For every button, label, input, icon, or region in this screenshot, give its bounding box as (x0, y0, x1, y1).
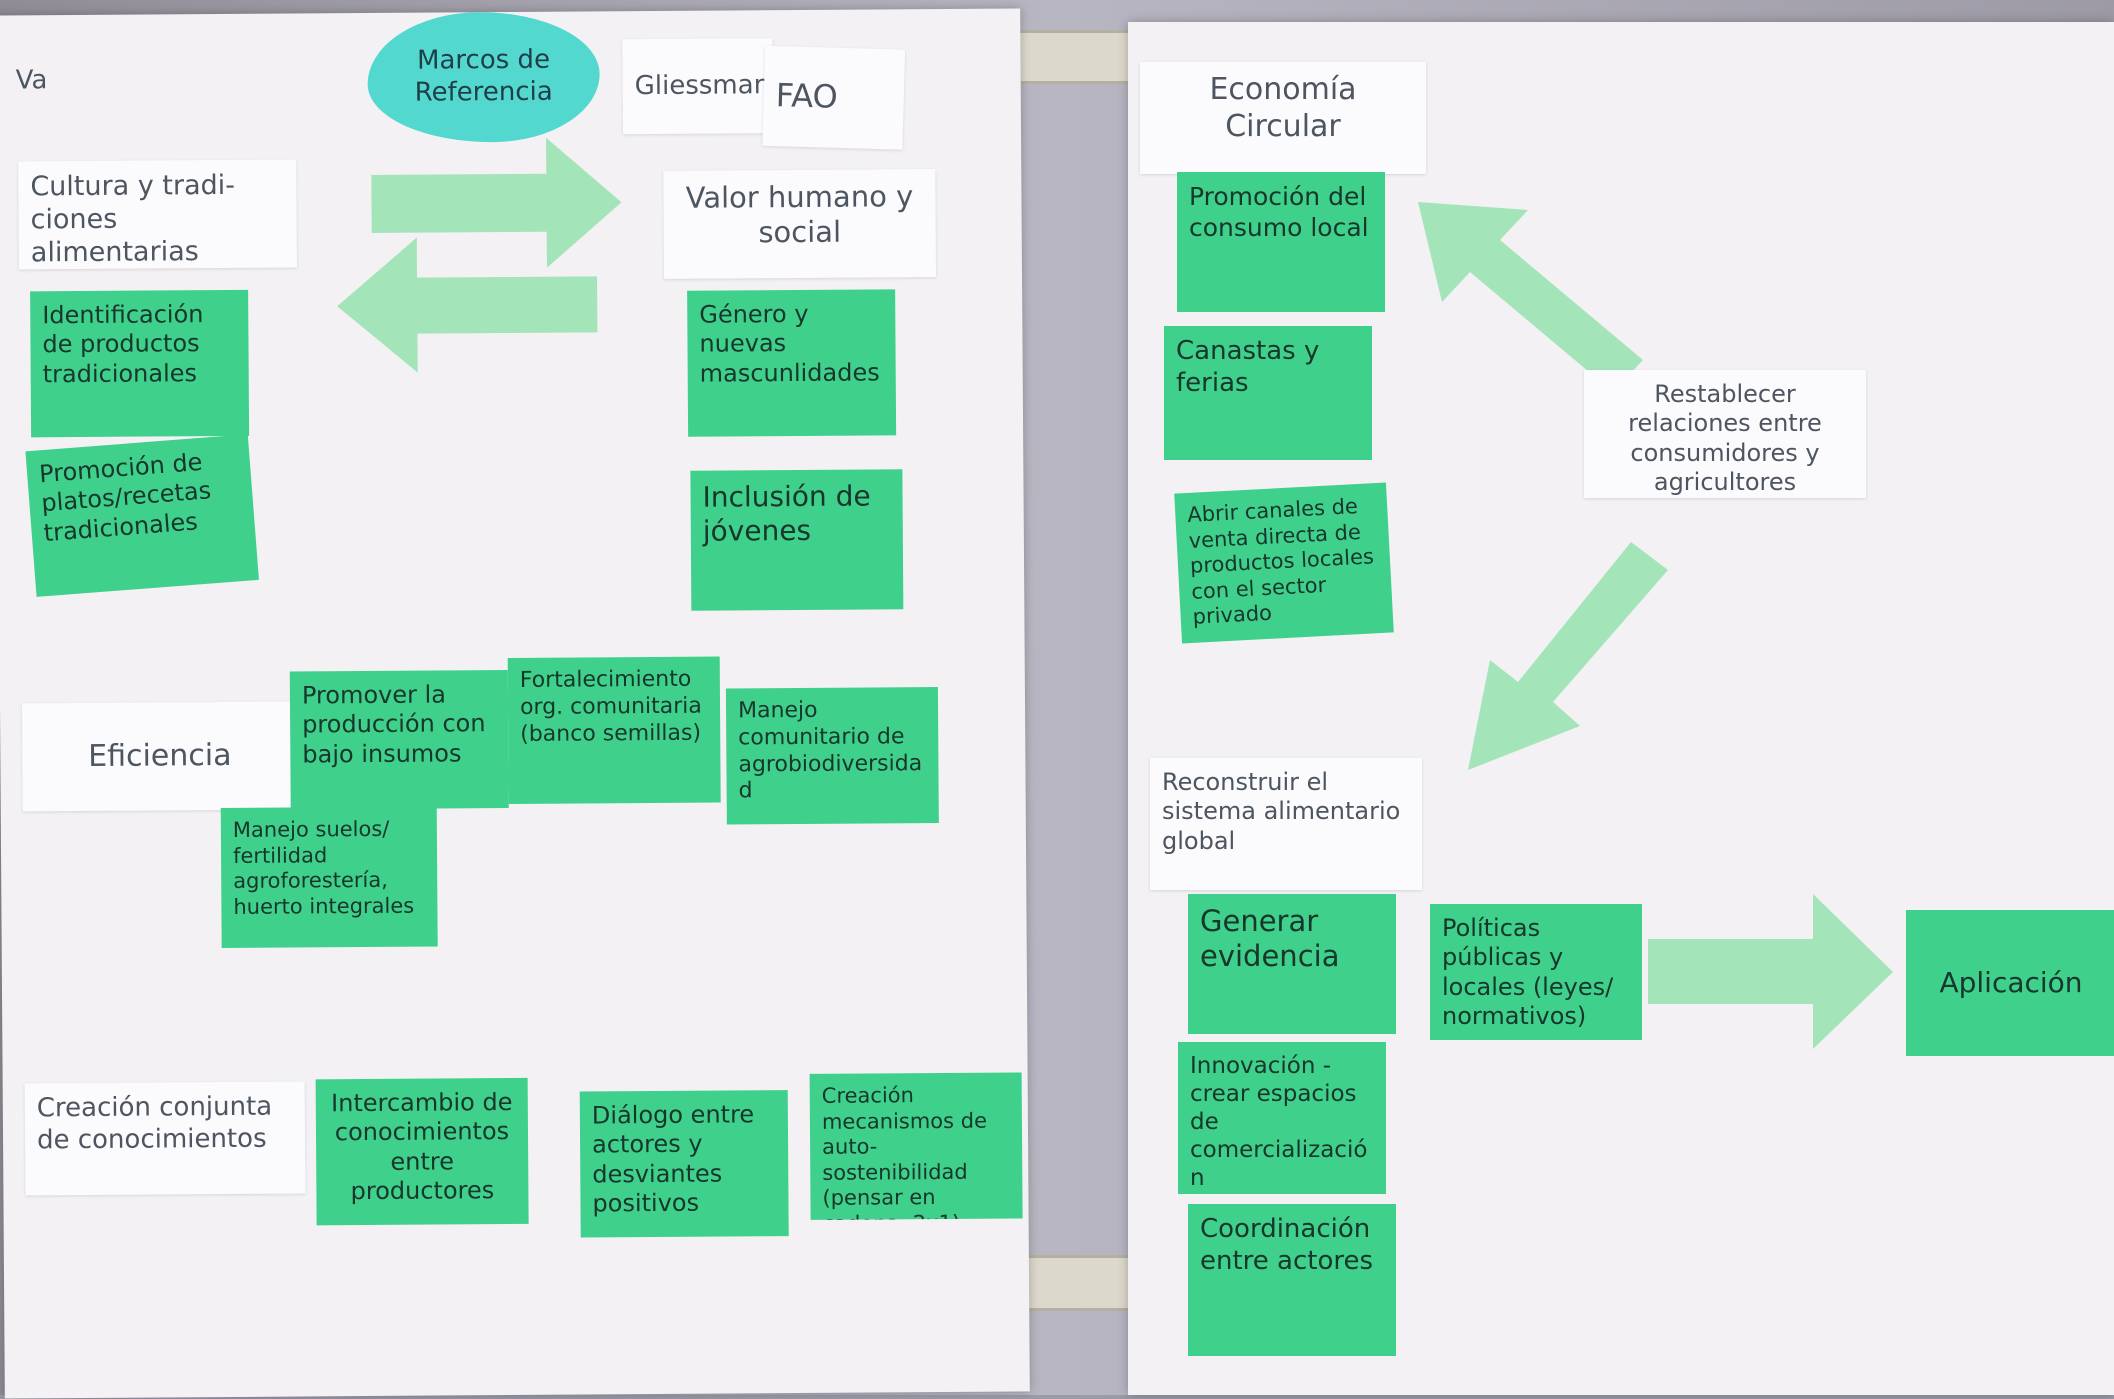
efficiency-card-1: Promover la producción con bajo insumos (289, 670, 509, 810)
knowledge-header: Creación conjunta de conocimientos (24, 1081, 306, 1196)
arrow-right-icon (1648, 894, 1893, 1049)
arrow-right-icon (371, 137, 622, 268)
action-card-1: Generar evidencia (1188, 894, 1396, 1034)
circular-card-1: Promoción del consumo local (1177, 172, 1385, 312)
circular-card-3: Abrir canales de venta directa de produc… (1174, 482, 1394, 644)
right-paper-board: Economía Circular Promoción del consumo … (1128, 22, 2114, 1395)
human-card-1: Género y nuevas mascunlidades (687, 289, 897, 437)
arrow-down-left-icon (1468, 542, 1668, 770)
policy-card: Políticas públicas y locales (leyes/ nor… (1430, 904, 1642, 1040)
corner-label: Va (15, 65, 48, 96)
knowledge-card-3: Creación mecanismos de auto-sostenibilid… (809, 1072, 1023, 1220)
knowledge-card-2: Diálogo entre actores y desviantes posit… (579, 1090, 789, 1238)
arrow-left-icon (337, 237, 598, 373)
human-card-2: Inclusión de jóvenes (690, 469, 904, 611)
culture-card-1: Identificación de productos tradicionale… (30, 289, 250, 438)
relations-note: Restablecer relaciones entre consumidore… (1584, 370, 1866, 498)
efficiency-card-2: Fortalecimiento org. comunitaria (banco … (507, 656, 721, 805)
efficiency-card-3: Manejo comunitario de agrobiodiversidad (725, 687, 939, 825)
action-card-2: Innovación - crear espacios de comercial… (1178, 1042, 1386, 1194)
frame-cloud-card: Marcos de Referencia (367, 11, 601, 143)
gliessman-card: Gliessman (622, 38, 774, 135)
action-card-3: Coordinación entre actores (1188, 1204, 1396, 1356)
efficiency-header: Eficiencia (21, 701, 298, 812)
human-header: Valor humano y social (663, 169, 937, 279)
efficiency-card-4: Manejo suelos/ fertilidad agroforestería… (220, 806, 438, 949)
culture-header: Cultura y tradi- ciones alimentarias (18, 159, 297, 270)
culture-card-2: Promoción de platos/recetas tradicionale… (25, 434, 259, 597)
fao-card: FAO (762, 45, 906, 150)
arrow-up-left-icon (1418, 202, 1643, 392)
circular-card-2: Canastas y ferias (1164, 326, 1372, 460)
circular-economy-header: Economía Circular (1140, 62, 1426, 174)
application-card: Aplicación (1906, 910, 2114, 1056)
knowledge-card-1: Intercambio de conocimientos entre produ… (315, 1077, 529, 1226)
left-paper-board: Va Marcos de Referencia Gliessman FAO Cu… (0, 8, 1030, 1399)
rebuild-note: Reconstruir el sistema alimentario globa… (1150, 758, 1422, 890)
